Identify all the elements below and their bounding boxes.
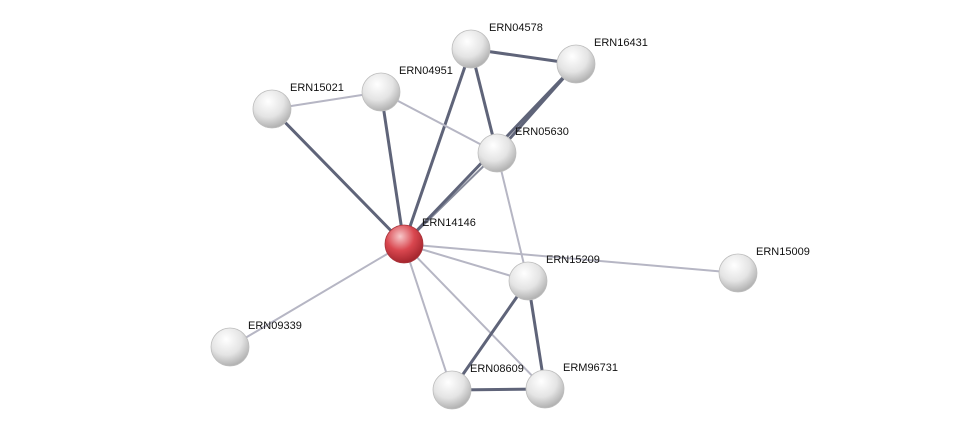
edge-ern14146-erm96731: [403, 243, 546, 390]
node-erm96731[interactable]: ERM96731: [525, 362, 618, 409]
node-circle[interactable]: [477, 133, 517, 173]
node-label: ERM96731: [563, 362, 618, 374]
edge-ern14146-ern04951: [379, 90, 406, 246]
edge-ern14146-ern04578: [402, 47, 473, 246]
edge-ern15209-ern08609: [450, 279, 530, 392]
node-circle[interactable]: [361, 72, 401, 112]
node-label: ERN04578: [489, 22, 543, 34]
edge-ern14146-ern08609: [403, 243, 453, 391]
node-label: ERN15009: [756, 246, 810, 258]
node-ern16431[interactable]: ERN16431: [556, 37, 648, 84]
node-circle[interactable]: [718, 253, 758, 293]
edge-ern04951-ern05630: [380, 91, 498, 154]
node-ern14146[interactable]: ERN14146: [384, 217, 476, 264]
node-label: ERN14146: [422, 217, 476, 229]
node-circle[interactable]: [432, 370, 472, 410]
node-ern15021[interactable]: ERN15021: [252, 82, 344, 129]
node-ern08609[interactable]: ERN08609: [432, 363, 524, 410]
node-label: ERN15209: [546, 254, 600, 266]
edge-ern14146-ern15021: [270, 107, 406, 246]
node-ern09339[interactable]: ERN09339: [210, 320, 302, 367]
node-circle[interactable]: [210, 327, 250, 367]
node-ern04578[interactable]: ERN04578: [451, 22, 543, 69]
node-label: ERN08609: [470, 363, 524, 375]
edge-ern16431-ern05630: [495, 62, 578, 155]
edge-ern14146-ern05630: [403, 152, 498, 245]
edge-ern14146-ern15209: [403, 243, 529, 282]
node-ern15209[interactable]: ERN15209: [508, 254, 600, 301]
node-label: ERN15021: [290, 82, 344, 94]
edge-ern14146-ern09339: [229, 243, 405, 348]
node-circle[interactable]: [556, 44, 596, 84]
node-ern15009[interactable]: ERN15009: [718, 246, 810, 293]
node-label: ERN16431: [594, 37, 648, 49]
node-label: ERN04951: [399, 65, 453, 77]
node-circle[interactable]: [451, 29, 491, 69]
node-ern04951[interactable]: ERN04951: [361, 65, 453, 112]
node-circle[interactable]: [508, 261, 548, 301]
edges-layer: [229, 47, 739, 392]
nodes-layer: ERN14146 ERN04578ERN16431ERN04951ERN15021…: [210, 22, 810, 410]
node-label: ERN09339: [248, 320, 302, 332]
node-circle[interactable]: [252, 89, 292, 129]
node-circle[interactable]: [525, 369, 565, 409]
edge-ern14146-ern15009: [403, 243, 739, 274]
query-node-circle[interactable]: [384, 224, 424, 264]
node-label: ERN05630: [515, 126, 569, 138]
edge-ern05630-ern15209: [496, 152, 529, 282]
node-ern05630[interactable]: ERN05630: [477, 126, 569, 173]
